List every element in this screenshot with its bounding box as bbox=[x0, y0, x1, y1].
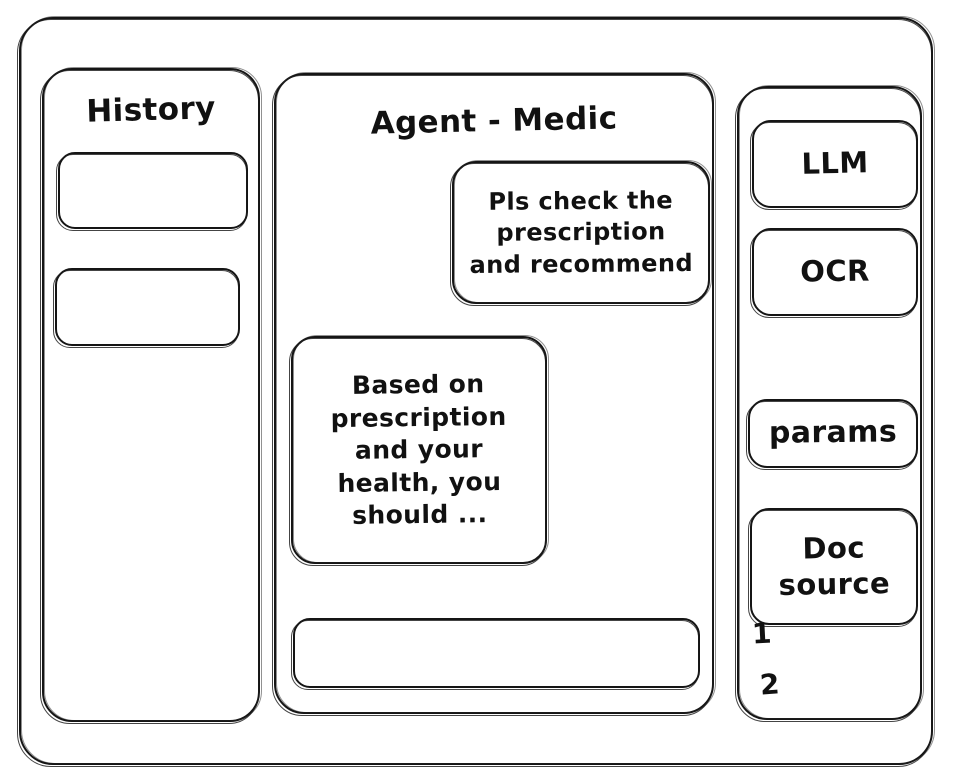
agent-panel-title: Agent - Medic bbox=[370, 100, 618, 142]
user-message-line: and recommend bbox=[469, 248, 694, 279]
agent-message-line: health, you bbox=[337, 466, 502, 498]
message-input[interactable] bbox=[291, 618, 700, 690]
user-message-bubble: Pls check the prescription and recommend bbox=[450, 159, 712, 306]
doc-source-index-2[interactable]: 2 bbox=[758, 667, 782, 702]
tool-button-params-label: params bbox=[768, 414, 898, 451]
history-list-item[interactable] bbox=[53, 268, 240, 348]
agent-message-line: should ... bbox=[351, 499, 488, 531]
user-message-line: Pls check the bbox=[488, 186, 674, 216]
history-list-item[interactable] bbox=[56, 152, 248, 231]
doc-source-line: source bbox=[778, 565, 891, 602]
tool-button-params[interactable]: params bbox=[746, 399, 918, 470]
agent-message-line: and your bbox=[354, 434, 484, 466]
history-panel-title: History bbox=[85, 90, 217, 130]
tool-button-ocr-label: OCR bbox=[800, 253, 870, 289]
doc-source-index-1[interactable]: 1 bbox=[751, 616, 773, 651]
user-message-text: Pls check the prescription and recommend bbox=[451, 160, 710, 305]
agent-message-line: prescription bbox=[330, 401, 507, 433]
tool-button-ocr[interactable]: OCR bbox=[750, 228, 918, 318]
tool-button-llm[interactable]: LLM bbox=[750, 120, 918, 210]
agent-message-bubble: Based on prescription and your health, y… bbox=[289, 334, 549, 566]
user-message-line: prescription bbox=[496, 217, 666, 248]
agent-message-text: Based on prescription and your health, y… bbox=[290, 334, 549, 565]
agent-message-line: Based on bbox=[351, 369, 485, 401]
tool-button-doc-source[interactable]: Doc source bbox=[748, 507, 919, 627]
tool-button-llm-label: LLM bbox=[801, 145, 869, 182]
tool-button-doc-source-label: Doc source bbox=[749, 507, 919, 627]
doc-source-line: Doc bbox=[802, 530, 866, 566]
